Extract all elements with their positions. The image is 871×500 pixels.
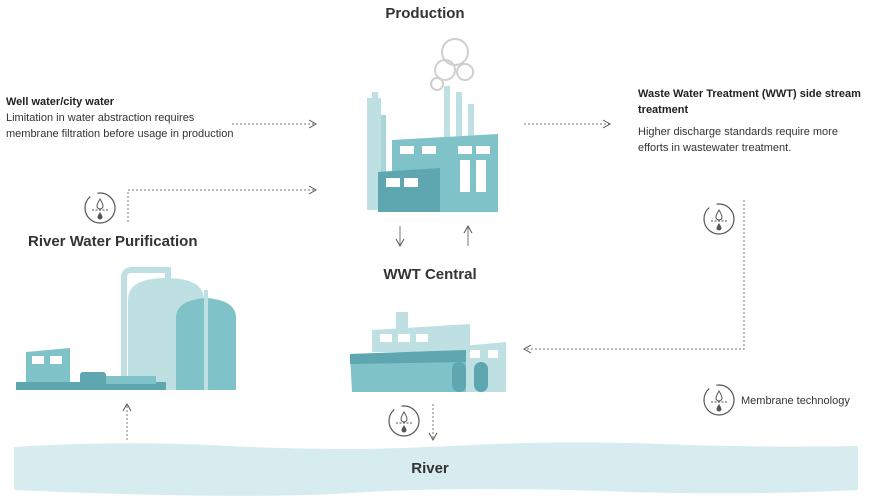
wwt-side-block: Waste Water Treatment (WWT) side stream … bbox=[638, 86, 868, 156]
membrane-drop-icon bbox=[84, 192, 116, 224]
flow-arrows bbox=[122, 119, 745, 442]
production-factory bbox=[367, 38, 498, 212]
well-water-block: Well water/city water Limitation in wate… bbox=[6, 94, 246, 142]
wwt-central-plant bbox=[350, 312, 506, 392]
membrane-drop-icon bbox=[388, 405, 420, 437]
river-band bbox=[14, 442, 858, 496]
wwt-side-title: Waste Water Treatment (WWT) side stream … bbox=[638, 88, 861, 116]
river-title: River bbox=[411, 460, 449, 477]
wwt-central-title: WWT Central bbox=[383, 266, 477, 283]
well-water-description: Limitation in water abstraction requires… bbox=[6, 112, 234, 140]
membrane-drop-icon bbox=[703, 384, 735, 416]
well-water-title: Well water/city water bbox=[6, 96, 115, 108]
river-water-purification-plant bbox=[16, 267, 236, 390]
river-purification-title: River Water Purification bbox=[28, 233, 198, 250]
membrane-drop-icon bbox=[703, 203, 735, 235]
wwt-side-description: Higher discharge standards require more … bbox=[638, 126, 838, 154]
production-title: Production bbox=[385, 5, 465, 22]
membrane-technology-label: Membrane technology bbox=[741, 395, 850, 407]
